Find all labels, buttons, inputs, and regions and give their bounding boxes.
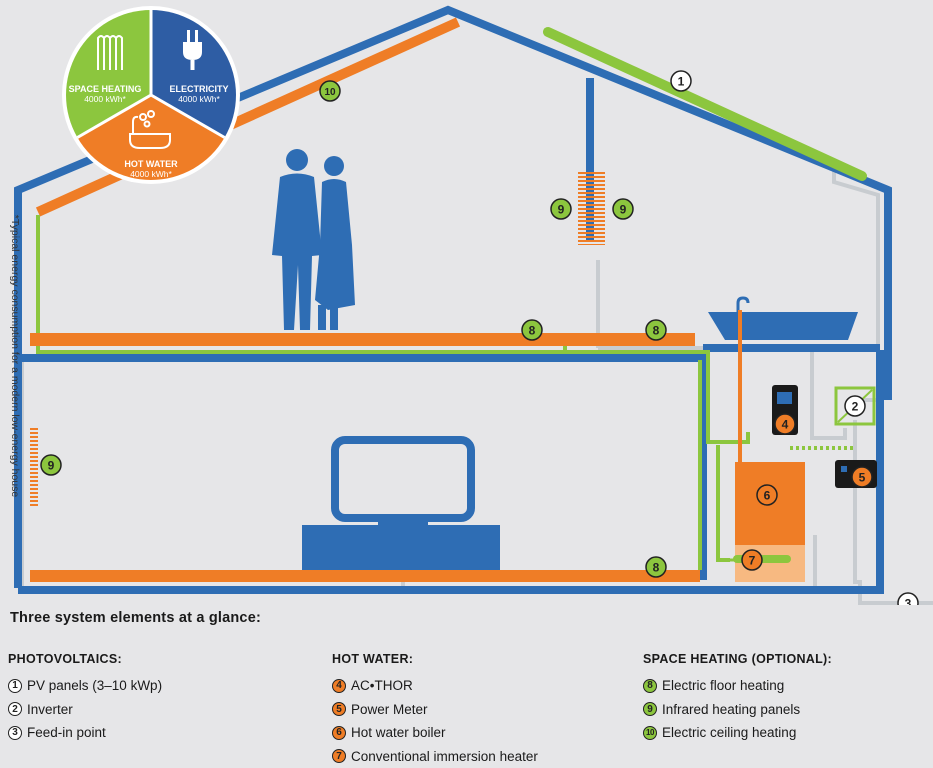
pie-space-heating-label: SPACE HEATING	[69, 84, 142, 94]
svg-text:8: 8	[653, 324, 660, 338]
badge-2: 2	[8, 702, 22, 716]
svg-text:6: 6	[764, 489, 771, 503]
marker-5: 5	[852, 467, 872, 487]
svg-text:1: 1	[678, 75, 685, 89]
svg-text:3: 3	[905, 597, 912, 606]
badge-10: 10	[643, 726, 657, 740]
legend-label: PV panels (3–10 kWp)	[27, 678, 162, 693]
legend-heading-photovoltaics: PHOTOVOLTAICS:	[8, 652, 162, 666]
marker-8-a: 8	[522, 320, 542, 340]
legend-heading-space-heating: SPACE HEATING (OPTIONAL):	[643, 652, 832, 666]
legend-label: Infrared heating panels	[662, 702, 800, 717]
legend-item-power-meter: 5 Power Meter	[332, 698, 538, 722]
svg-text:9: 9	[620, 203, 627, 217]
marker-10: 10	[320, 81, 340, 101]
legend-label: Power Meter	[351, 702, 428, 717]
marker-6: 6	[757, 485, 777, 505]
legend-item-acthor: 4 AC•THOR	[332, 674, 538, 698]
svg-text:8: 8	[653, 561, 660, 575]
pv-panels	[548, 32, 862, 176]
legend-label: AC•THOR	[351, 678, 413, 693]
svg-text:4: 4	[782, 418, 789, 432]
legend-label: Hot water boiler	[351, 725, 446, 740]
footnote-typical-consumption: *Typical energy consumption for a modern…	[9, 191, 21, 521]
pie-electricity-value: 4000 kWh*	[178, 94, 220, 104]
svg-text:9: 9	[48, 459, 55, 473]
svg-text:8: 8	[529, 324, 536, 338]
energy-pie: SPACE HEATING 4000 kWh* ELECTRICITY 4000…	[62, 6, 240, 184]
pie-hot-water-label: HOT WATER	[124, 159, 178, 169]
legend-title: Three system elements at a glance:	[10, 610, 261, 626]
legend-item-infrared-panels: 9 Infrared heating panels	[643, 698, 832, 722]
house-diagram: SPACE HEATING 4000 kWh* ELECTRICITY 4000…	[0, 0, 933, 605]
legend-item-pv-panels: 1 PV panels (3–10 kWp)	[8, 674, 162, 698]
badge-5: 5	[332, 702, 346, 716]
marker-2: 2	[845, 396, 865, 416]
pie-space-heating-value: 4000 kWh*	[84, 94, 126, 104]
svg-text:7: 7	[749, 554, 756, 568]
badge-3: 3	[8, 726, 22, 740]
legend-item-ceiling-heating: 10 Electric ceiling heating	[643, 721, 832, 745]
marker-7: 7	[742, 550, 762, 570]
legend-item-immersion-heater: 7 Conventional immersion heater	[332, 745, 538, 768]
legend-photovoltaics: PHOTOVOLTAICS: 1 PV panels (3–10 kWp) 2 …	[8, 652, 162, 745]
legend-heading-hot-water: HOT WATER:	[332, 652, 538, 666]
marker-8-c: 8	[646, 557, 666, 577]
legend-label: Inverter	[27, 702, 73, 717]
legend-label: Electric ceiling heating	[662, 725, 796, 740]
legend-hot-water: HOT WATER: 4 AC•THOR 5 Power Meter 6 Hot…	[332, 652, 538, 768]
svg-text:10: 10	[324, 87, 336, 98]
badge-1: 1	[8, 679, 22, 693]
pie-hot-water-value: 4000 kWh*	[130, 169, 172, 179]
marker-3: 3	[898, 593, 918, 605]
svg-text:5: 5	[859, 471, 866, 485]
badge-8: 8	[643, 679, 657, 693]
svg-text:2: 2	[852, 400, 859, 414]
marker-1: 1	[671, 71, 691, 91]
marker-9-c: 9	[41, 455, 61, 475]
legend-label: Feed-in point	[27, 725, 106, 740]
legend-item-feed-in-point: 3 Feed-in point	[8, 721, 162, 745]
legend-item-hot-water-boiler: 6 Hot water boiler	[332, 721, 538, 745]
legend-label: Electric floor heating	[662, 678, 784, 693]
badge-7: 7	[332, 749, 346, 763]
badge-6: 6	[332, 726, 346, 740]
marker-9-a: 9	[551, 199, 571, 219]
people-silhouette	[272, 149, 355, 330]
tv	[302, 440, 500, 570]
badge-9: 9	[643, 702, 657, 716]
marker-9-b: 9	[613, 199, 633, 219]
badge-4: 4	[332, 679, 346, 693]
marker-4: 4	[775, 414, 795, 434]
legend-item-inverter: 2 Inverter	[8, 698, 162, 722]
pie-electricity-label: ELECTRICITY	[169, 84, 228, 94]
legend-space-heating: SPACE HEATING (OPTIONAL): 8 Electric flo…	[643, 652, 832, 745]
legend-item-floor-heating: 8 Electric floor heating	[643, 674, 832, 698]
svg-text:9: 9	[558, 203, 565, 217]
marker-8-b: 8	[646, 320, 666, 340]
